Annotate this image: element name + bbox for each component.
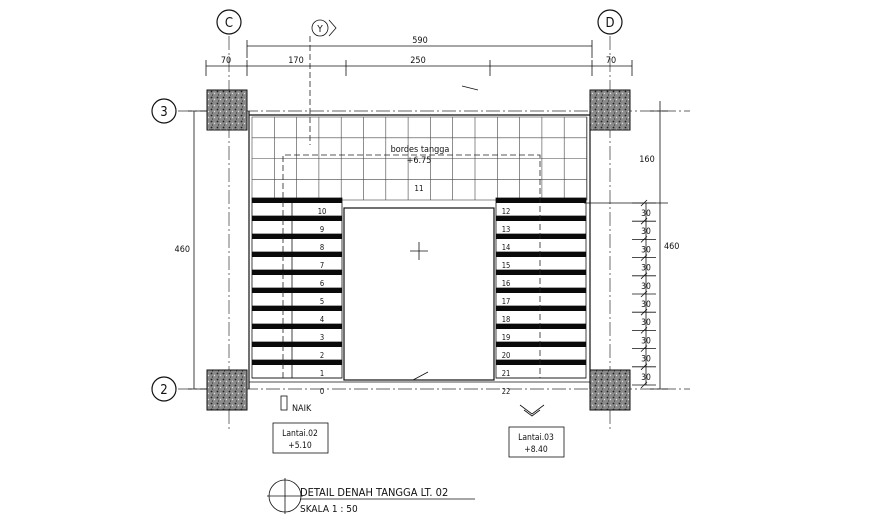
level-03-name: Lantai.03 — [518, 433, 554, 443]
stair-tread — [252, 252, 342, 257]
dim-right-height: 460 — [664, 242, 679, 252]
stair-tread — [496, 342, 586, 347]
stair-tread — [252, 234, 342, 239]
right-flight: 12 13 14 15 16 17 18 19 20 21 22 — [495, 197, 587, 396]
dim-mid-span: 250 — [410, 56, 425, 66]
level-02-name: Lantai.02 — [282, 429, 318, 439]
stair-tread — [496, 306, 586, 311]
level-tag-lantai-03: Lantai.03 +8.40 — [508, 426, 565, 458]
stair-tread — [496, 234, 586, 239]
north-y-label: Y — [316, 24, 323, 35]
landing-annotation: bordes tangga +6.75 11 — [391, 145, 450, 193]
north-y-marker: Y — [309, 19, 337, 145]
step-number: 19 — [502, 333, 511, 342]
stair-tread — [496, 216, 586, 221]
step-number: 22 — [502, 387, 511, 396]
columns — [206, 89, 631, 411]
down-arrow-icon — [519, 404, 545, 417]
drawing-title: DETAIL DENAH TANGGA LT. 02 — [300, 486, 448, 499]
stair-tread — [252, 198, 342, 203]
stair-tread — [252, 270, 342, 275]
stair-tread — [496, 270, 586, 275]
dim-right-landing: 160 — [639, 155, 654, 165]
dim-left-column: 70 — [221, 56, 231, 66]
stair-tread — [496, 198, 586, 203]
stair-tread — [496, 324, 586, 329]
stair-outline — [248, 111, 591, 389]
landing-label: bordes tangga — [391, 145, 450, 155]
column-d3 — [589, 89, 631, 131]
column-c2 — [206, 369, 248, 411]
stair-tread — [496, 252, 586, 257]
stair-tread — [252, 324, 342, 329]
riser-tick-mark — [640, 199, 648, 207]
step-number: 12 — [502, 207, 511, 216]
step-number: 16 — [502, 279, 511, 288]
landing-elevation: +6.75 — [407, 156, 432, 166]
landing-step-number: 11 — [414, 184, 423, 193]
axis-label-2: 2 — [160, 383, 167, 398]
step-number: 20 — [502, 351, 511, 360]
axis-label-c: C — [225, 16, 233, 31]
step-number: 2 — [320, 351, 324, 360]
column-c3 — [206, 89, 248, 131]
stair-tread — [496, 288, 586, 293]
step-number: 18 — [502, 315, 511, 324]
top-dimension-chain: 590 70 170 250 70 — [205, 36, 633, 91]
level-tag-lantai-02: Lantai.02 +5.10 — [272, 422, 329, 454]
dim-left-span: 170 — [288, 56, 303, 66]
level-02-elevation: +5.10 — [288, 441, 312, 451]
stair-tread — [252, 306, 342, 311]
stair-tread — [252, 342, 342, 347]
drawing-title-block: DETAIL DENAH TANGGA LT. 02 SKALA 1 : 50 — [267, 478, 475, 515]
step-number: 1 — [320, 369, 324, 378]
step-number: 17 — [502, 297, 511, 306]
dim-left-height: 460 — [175, 245, 190, 255]
walking-line — [282, 154, 541, 381]
step-number: 13 — [502, 225, 511, 234]
step-number: 0 — [320, 387, 324, 396]
step-number: 14 — [502, 243, 511, 252]
stair-tread — [252, 216, 342, 221]
step-number: 5 — [320, 297, 324, 306]
stair-tread — [252, 288, 342, 293]
step-number: 4 — [320, 315, 324, 324]
naik-marker: NAIK — [280, 395, 312, 414]
step-number: 15 — [502, 261, 511, 270]
step-number: 10 — [318, 207, 327, 216]
naik-label: NAIK — [292, 404, 312, 414]
stair-tread — [252, 360, 342, 365]
column-d2 — [589, 369, 631, 411]
axis-label-d: D — [605, 16, 614, 31]
landing-tile-grid — [251, 116, 588, 201]
step-number: 9 — [320, 225, 324, 234]
step-number: 21 — [502, 369, 511, 378]
drawing-scale: SKALA 1 : 50 — [300, 504, 358, 515]
step-number: 3 — [320, 333, 324, 342]
axis-bubble-c: C — [216, 9, 242, 35]
step-number: 7 — [320, 261, 324, 270]
axis-bubble-2: 2 — [151, 376, 177, 402]
dim-right-column: 70 — [606, 56, 616, 66]
stair-tread — [496, 360, 586, 365]
axis-label-3: 3 — [160, 105, 167, 120]
dim-overall-width: 590 — [412, 36, 427, 46]
axis-bubble-d: D — [597, 9, 623, 35]
step-number: 6 — [320, 279, 324, 288]
stair-void — [343, 207, 495, 381]
step-number: 8 — [320, 243, 324, 252]
left-dimension: 460 — [175, 110, 210, 390]
tile-lines — [252, 117, 587, 200]
level-03-elevation: +8.40 — [524, 445, 548, 455]
axis-bubble-3: 3 — [151, 98, 177, 124]
